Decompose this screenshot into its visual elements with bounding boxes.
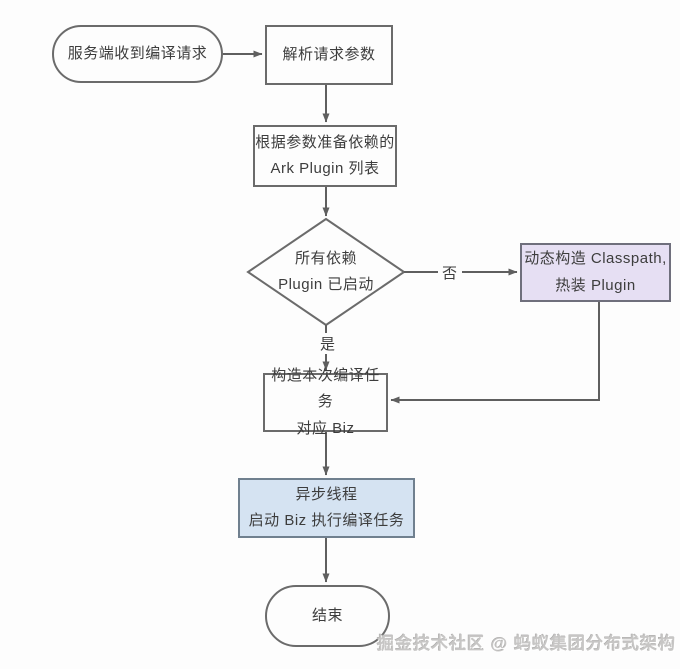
node-async-label: 异步线程 启动 Biz 执行编译任务 <box>248 485 405 529</box>
node-prepare-ark-plugin-list: 根据参数准备依赖的 Ark Plugin 列表 <box>253 125 397 187</box>
node-hotload-label: 动态构造 Classpath, 热装 Plugin <box>524 250 667 294</box>
edge-label-no: 否 <box>438 262 462 283</box>
node-parse-label: 解析请求参数 <box>282 45 376 63</box>
node-dynamic-classpath-hotload: 动态构造 Classpath, 热装 Plugin <box>520 243 671 302</box>
node-decision-label: 所有依赖 Plugin 已启动 <box>278 249 374 293</box>
node-start-terminator: 服务端收到编译请求 <box>52 25 223 83</box>
edge-label-yes: 是 <box>316 333 340 354</box>
node-decision-plugins-started: 所有依赖 Plugin 已启动 <box>244 219 408 325</box>
node-start-label: 服务端收到编译请求 <box>67 44 208 62</box>
node-async-thread-run-biz: 异步线程 启动 Biz 执行编译任务 <box>238 478 415 538</box>
watermark-text: 掘金技术社区 @ 蚂蚁集团分布式架构 <box>376 634 676 653</box>
node-construct-label: 构造本次编译任务 对应 Biz <box>271 367 380 437</box>
node-parse-request-params: 解析请求参数 <box>265 25 393 85</box>
node-prepare-label: 根据参数准备依赖的 Ark Plugin 列表 <box>255 133 395 177</box>
node-end-terminator: 结束 <box>265 585 390 647</box>
edge-hotload-to-construct <box>390 302 600 404</box>
node-construct-biz: 构造本次编译任务 对应 Biz <box>263 367 388 437</box>
node-end-label: 结束 <box>311 606 343 624</box>
